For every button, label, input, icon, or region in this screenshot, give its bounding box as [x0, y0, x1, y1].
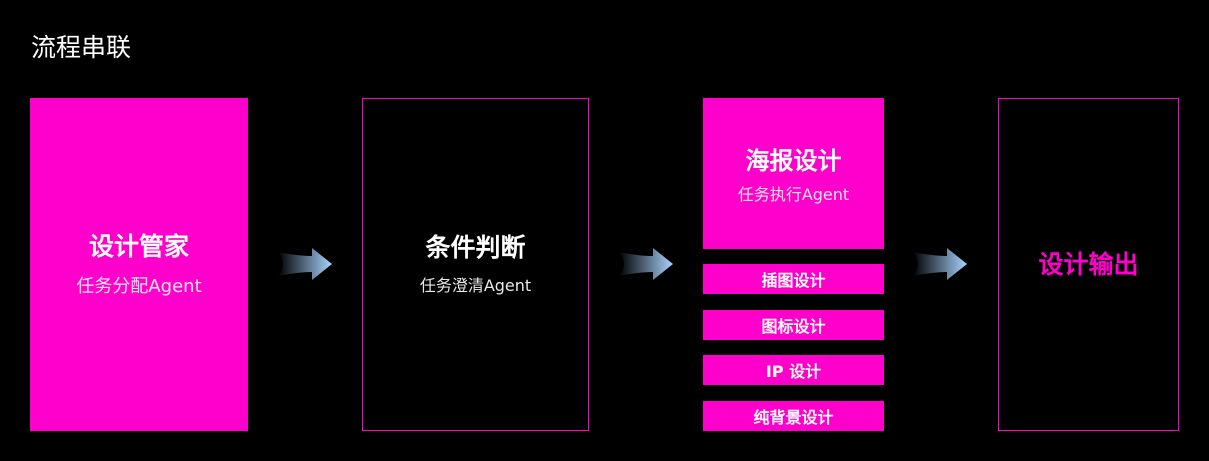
- page-title: 流程串联: [31, 33, 132, 62]
- node-design-manager: 设计管家 任务分配Agent: [30, 98, 248, 431]
- arrow-right-icon: [619, 248, 673, 280]
- node-poster-design-title: 海报设计: [745, 147, 842, 175]
- node-poster-design: 海报设计 任务执行Agent: [703, 98, 884, 249]
- arrow-right-icon: [913, 248, 967, 280]
- node-condition-check: 条件判断 任务澄清Agent: [362, 98, 589, 431]
- node-design-manager-subtitle: 任务分配Agent: [76, 275, 202, 297]
- sub-task-background-design: 纯背景设计: [703, 401, 884, 431]
- node-design-output: 设计输出: [998, 98, 1179, 431]
- arrow-right-icon: [278, 248, 332, 280]
- sub-task-icon-design: 图标设计: [703, 310, 884, 340]
- node-condition-check-subtitle: 任务澄清Agent: [419, 275, 532, 295]
- node-poster-design-subtitle: 任务执行Agent: [737, 185, 850, 204]
- node-design-output-title: 设计输出: [1038, 249, 1139, 279]
- sub-task-ip-design: IP 设计: [703, 355, 884, 385]
- sub-task-illustration: 插图设计: [703, 264, 884, 294]
- node-design-manager-title: 设计管家: [88, 231, 189, 261]
- node-condition-check-title: 条件判断: [425, 232, 526, 262]
